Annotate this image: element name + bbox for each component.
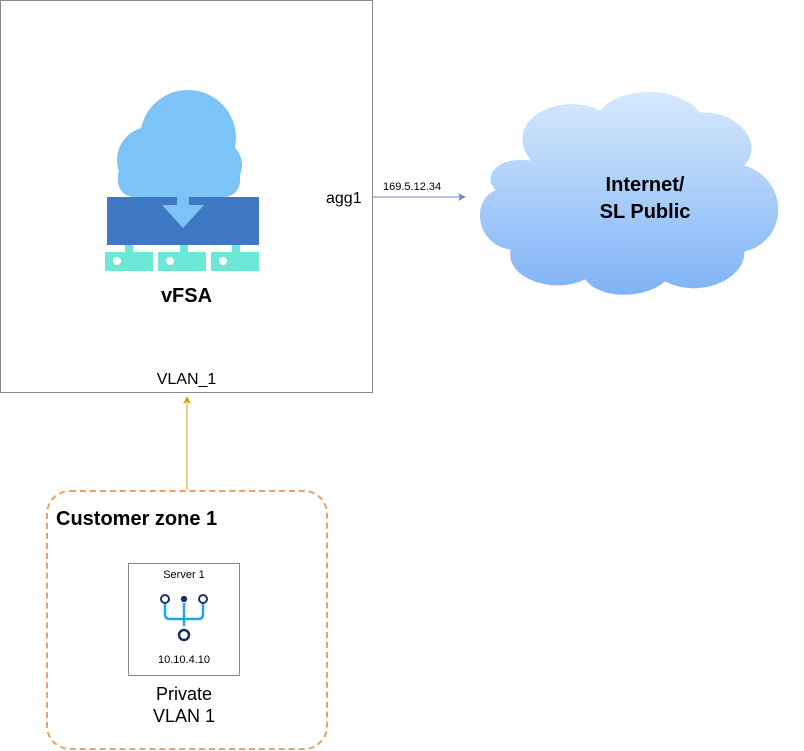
interface-label: agg1 <box>326 190 362 207</box>
download-arrow-icon <box>162 188 204 228</box>
server-network-icon <box>160 594 208 642</box>
customer-zone-container <box>46 490 328 750</box>
interface-ip-label: 169.5.12.34 <box>383 181 442 193</box>
private-vlan-label: Private VLAN 1 <box>128 683 240 727</box>
private-vlan-line1: Private <box>155 684 213 704</box>
vfsa-icon <box>105 90 259 271</box>
internet-cloud-icon <box>479 91 780 296</box>
zone-to-vlan-arrow <box>183 396 191 490</box>
private-vlan-line2: VLAN 1 <box>152 706 216 726</box>
customer-zone-title: Customer zone 1 <box>56 508 218 530</box>
uplink-arrow <box>373 193 466 201</box>
internet-label: Internet/ SL Public <box>540 172 750 226</box>
server-name: Server 1 <box>163 569 205 581</box>
cloud-icon <box>117 90 242 197</box>
internet-label-line2: SL Public <box>599 201 691 223</box>
server-ip: 10.10.4.10 <box>158 654 210 666</box>
internet-label-line1: Internet/ <box>605 174 685 196</box>
vfsa-label: vFSA <box>160 285 213 307</box>
vlan-label: VLAN_1 <box>156 371 217 388</box>
port-icons <box>105 245 259 271</box>
